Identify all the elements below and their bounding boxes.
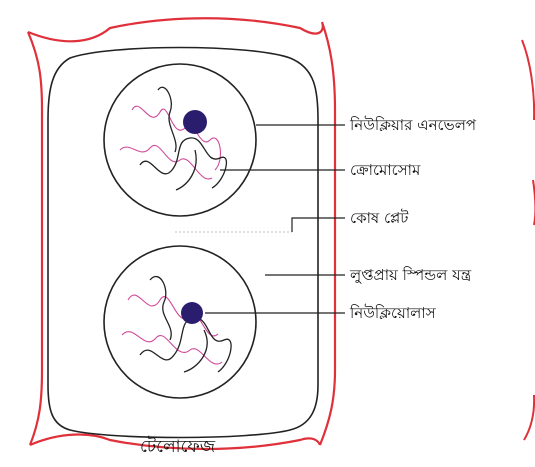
neighbour-cell-wall-bottom <box>523 394 535 441</box>
leader-cell-plate <box>291 217 345 232</box>
label-nucleolus: নিউক্লিয়োলাস <box>349 304 437 322</box>
cell-membrane <box>47 46 319 439</box>
label-nuclear-envelope: নিউক্লিয়ার এনভেলপ <box>349 116 477 134</box>
upper-nucleolus <box>183 110 207 134</box>
label-spindle: লুপ্তপ্রায় স্পিন্ডল যন্ত্র <box>349 266 472 284</box>
label-cell-plate: কোষ প্লেট <box>350 209 409 227</box>
upper-nucleus <box>103 63 257 217</box>
cell-wall-outer <box>26 17 337 451</box>
neighbour-cell-wall-top <box>521 39 535 121</box>
neighbour-cell-wall-mid <box>532 179 535 226</box>
lower-nuclear-envelope <box>103 245 257 399</box>
label-chromosome: ক্রোমোসোম <box>350 161 421 179</box>
upper-nuclear-envelope <box>103 63 257 217</box>
upper-chromatid-dark <box>139 86 228 191</box>
diagram-caption: টেলোফেজ <box>140 436 216 457</box>
lower-nucleus <box>103 245 257 399</box>
lower-nucleolus <box>181 302 203 324</box>
